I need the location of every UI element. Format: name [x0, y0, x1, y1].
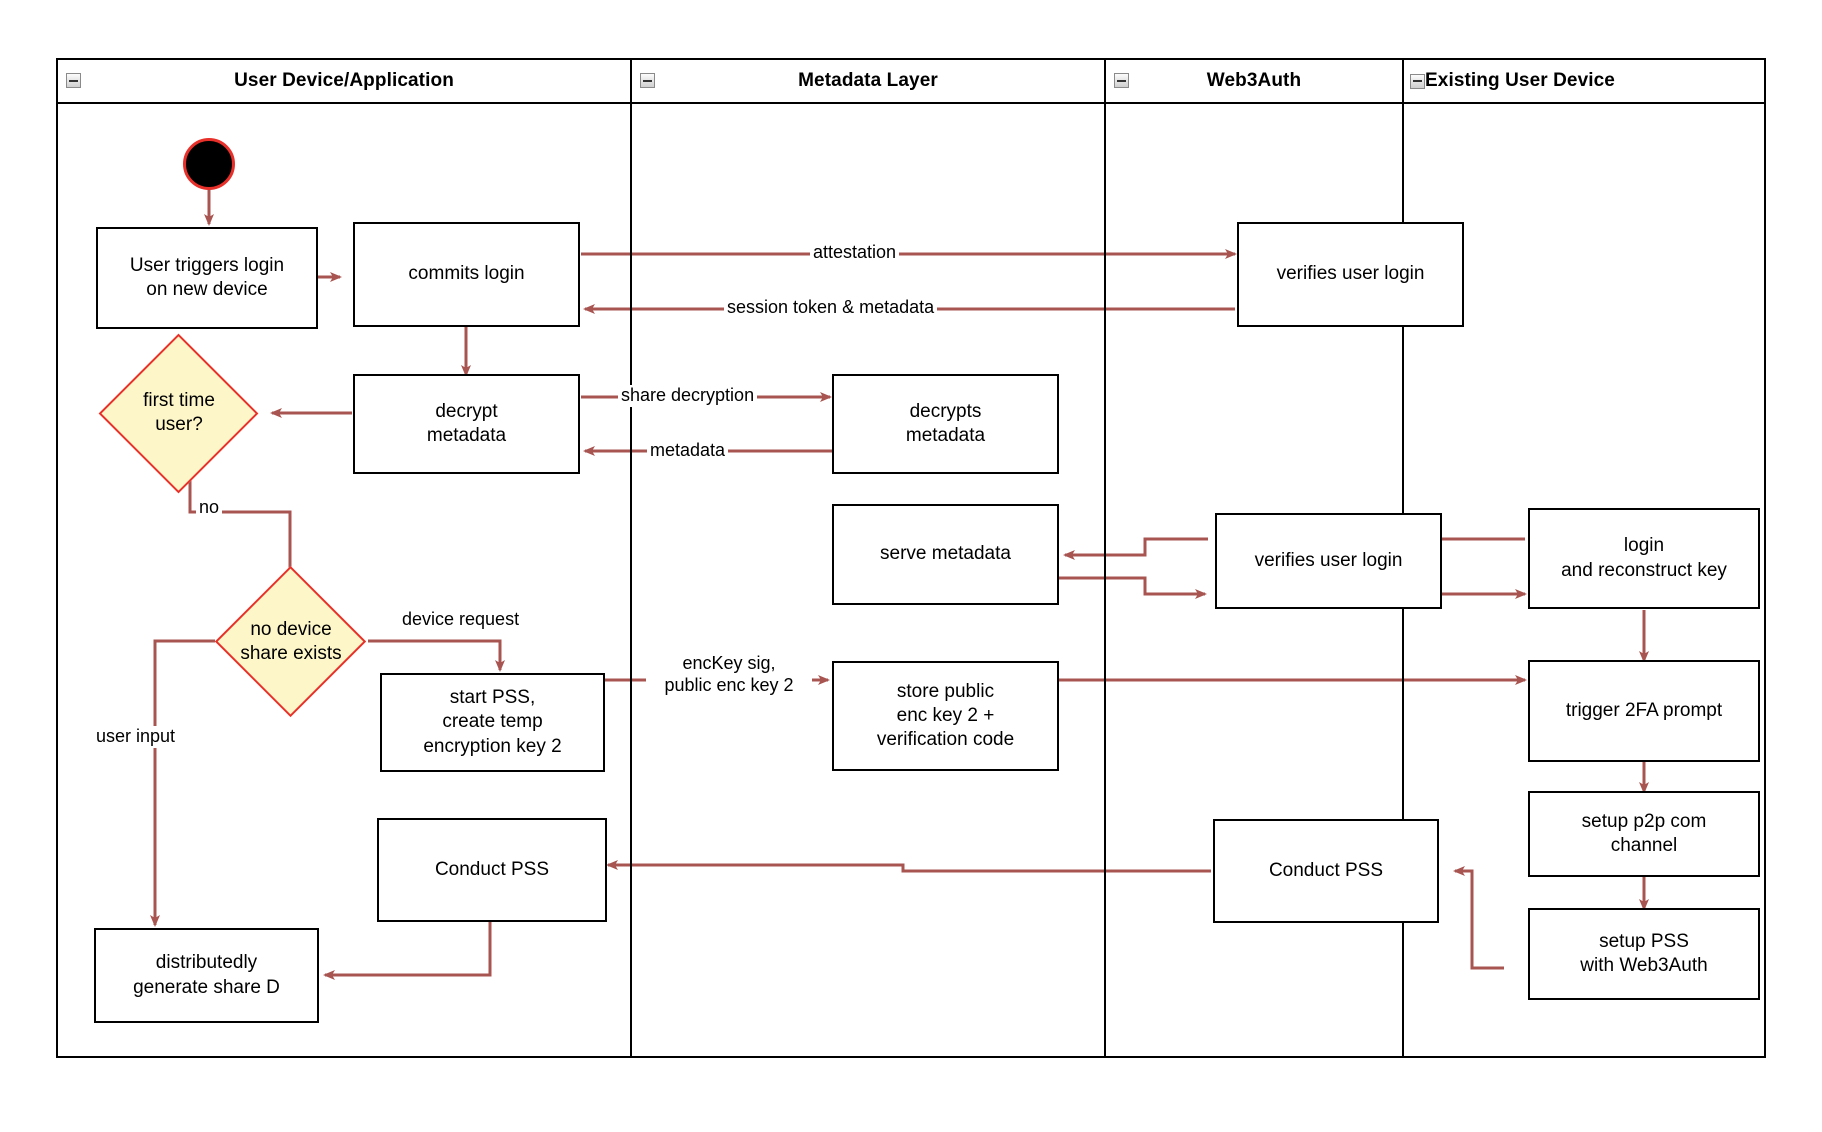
lane-header-existing-device[interactable]: Existing User Device — [1402, 60, 1764, 104]
lane-separator-2 — [1104, 60, 1106, 1056]
edge-label-device-request: device request — [402, 609, 520, 629]
node-commits-login[interactable]: commits login — [353, 222, 580, 327]
node-setup-p2p-com-channel[interactable]: setup p2p com channel — [1528, 791, 1760, 877]
swimlane-pool: User Device/Application Metadata Layer W… — [56, 58, 1766, 1058]
lane-header-user-device[interactable]: User Device/Application — [58, 60, 630, 104]
node-store-public-enc-key[interactable]: store public enc key 2 + verification co… — [832, 661, 1059, 771]
minus-icon[interactable] — [640, 73, 655, 88]
lane-header-metadata[interactable]: Metadata Layer — [630, 60, 1104, 104]
start-node — [183, 138, 235, 190]
node-login-and-reconstruct-key[interactable]: login and reconstruct key — [1528, 508, 1760, 609]
edge-label-enckey-sig: encKey sig, public enc key 2 — [646, 653, 812, 697]
edge-label-user-input: user input — [93, 726, 179, 748]
node-setup-pss-with-web3auth[interactable]: setup PSS with Web3Auth — [1528, 908, 1760, 1000]
node-user-triggers-login[interactable]: User triggers login on new device — [96, 227, 318, 329]
node-start-pss[interactable]: start PSS, create temp encryption key 2 — [380, 673, 605, 772]
lane-title-user-device: User Device/Application — [234, 70, 454, 91]
lane-header-web3auth[interactable]: Web3Auth — [1104, 60, 1402, 104]
node-distributedly-generate-share-d[interactable]: distributedly generate share D — [94, 928, 319, 1023]
node-conduct-pss-user[interactable]: Conduct PSS — [377, 818, 607, 922]
node-decrypts-metadata[interactable]: decrypts metadata — [832, 374, 1059, 474]
edge-label-attestation: attestation — [810, 242, 900, 264]
lane-title-metadata: Metadata Layer — [798, 70, 938, 91]
minus-icon[interactable] — [1114, 73, 1129, 88]
node-verifies-user-login-1[interactable]: verifies user login — [1237, 222, 1464, 327]
minus-icon[interactable] — [66, 73, 81, 88]
node-trigger-2fa-prompt[interactable]: trigger 2FA prompt — [1528, 660, 1760, 762]
edge-label-share-decryption: share decryption — [618, 385, 758, 407]
node-verifies-user-login-2[interactable]: verifies user login — [1215, 513, 1442, 609]
node-decrypt-metadata[interactable]: decrypt metadata — [353, 374, 580, 474]
edge-label-metadata: metadata — [647, 440, 729, 462]
lane-separator-1 — [630, 60, 632, 1056]
lane-title-web3auth: Web3Auth — [1206, 70, 1302, 91]
edge-label-session-token-metadata: session token & metadata — [724, 297, 938, 319]
node-conduct-pss-web3auth[interactable]: Conduct PSS — [1213, 819, 1439, 923]
minus-icon[interactable] — [1410, 73, 1425, 89]
lane-title-existing-device: Existing User Device — [1425, 70, 1615, 91]
edge-label-no: no — [196, 497, 223, 519]
node-serve-metadata[interactable]: serve metadata — [832, 504, 1059, 605]
